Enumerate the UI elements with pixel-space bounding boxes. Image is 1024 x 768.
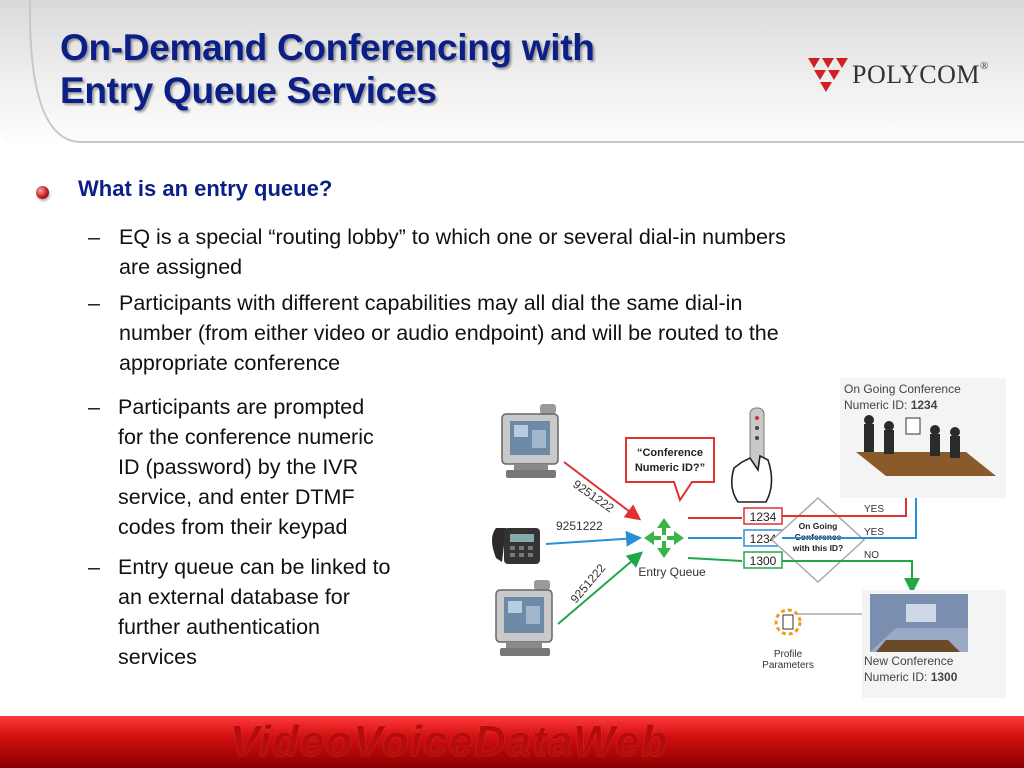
bullet-4: Entry queue can be linked to an external… (118, 555, 391, 669)
entry-queue-label: Entry Queue (638, 565, 706, 579)
logo-text: POLYCOM® (852, 60, 989, 89)
phone-icon (492, 528, 540, 564)
new-id-label: Numeric ID: 1300 (864, 670, 958, 684)
polycom-logo-icon (808, 58, 848, 92)
entry-queue-icon (644, 518, 684, 558)
new-conference-label: New Conference (864, 654, 954, 668)
section-heading: What is an entry queue? (78, 176, 333, 201)
code-1: 1234 (750, 510, 777, 524)
bullet-1: EQ is a special “routing lobby” to which… (119, 225, 786, 279)
code-2: 1234 (750, 532, 777, 546)
no-label: NO (864, 550, 879, 561)
svg-text:On Going: On Going (799, 521, 838, 531)
dash-marker: – (88, 225, 100, 249)
ongoing-conference-label: On Going Conference (844, 382, 961, 396)
title-line-1: On-Demand Conferencing with (60, 27, 595, 68)
svg-text:with this ID?: with this ID? (792, 543, 844, 553)
yes-label-1: YES (864, 504, 884, 515)
dash-marker: – (88, 555, 100, 579)
bullet-icon (36, 186, 49, 199)
header-curve (0, 0, 1024, 150)
video-endpoint-top-icon (501, 404, 559, 478)
svg-text:Numeric ID?”: Numeric ID?” (635, 462, 705, 474)
dial-number-middle: 9251222 (556, 519, 603, 533)
footer-band (0, 716, 1024, 768)
bullet-2: Participants with different capabilities… (119, 291, 779, 375)
ivr-prompt-bubble: “Conference Numeric ID?” (625, 437, 715, 503)
slide-title: On-Demand Conferencing with Entry Queue … (60, 26, 595, 112)
svg-text:Parameters: Parameters (762, 660, 814, 671)
ongoing-id-label: Numeric ID: 1234 (844, 398, 938, 412)
yes-label-2: YES (864, 527, 884, 538)
dash-marker: – (88, 395, 100, 419)
title-line-2: Entry Queue Services (60, 70, 437, 111)
hand-remote-icon (730, 407, 773, 503)
dash-marker: – (88, 291, 100, 315)
new-conference-room-icon (870, 594, 968, 652)
video-endpoint-bottom-icon (495, 580, 553, 656)
profile-parameters-icon (774, 608, 802, 636)
code-3: 1300 (750, 554, 777, 568)
svg-text:Profile: Profile (774, 649, 803, 660)
ongoing-conference-room-icon (856, 415, 996, 476)
svg-text:“Conference: “Conference (637, 447, 703, 459)
footer-text: VideoVoiceDataWeb (230, 717, 669, 766)
bullet-3: Participants are prompted for the confer… (118, 395, 374, 539)
entry-queue-diagram: 9251222 9251222 9251222 “Conference Nume… (492, 378, 1006, 698)
header-band (0, 0, 1024, 150)
